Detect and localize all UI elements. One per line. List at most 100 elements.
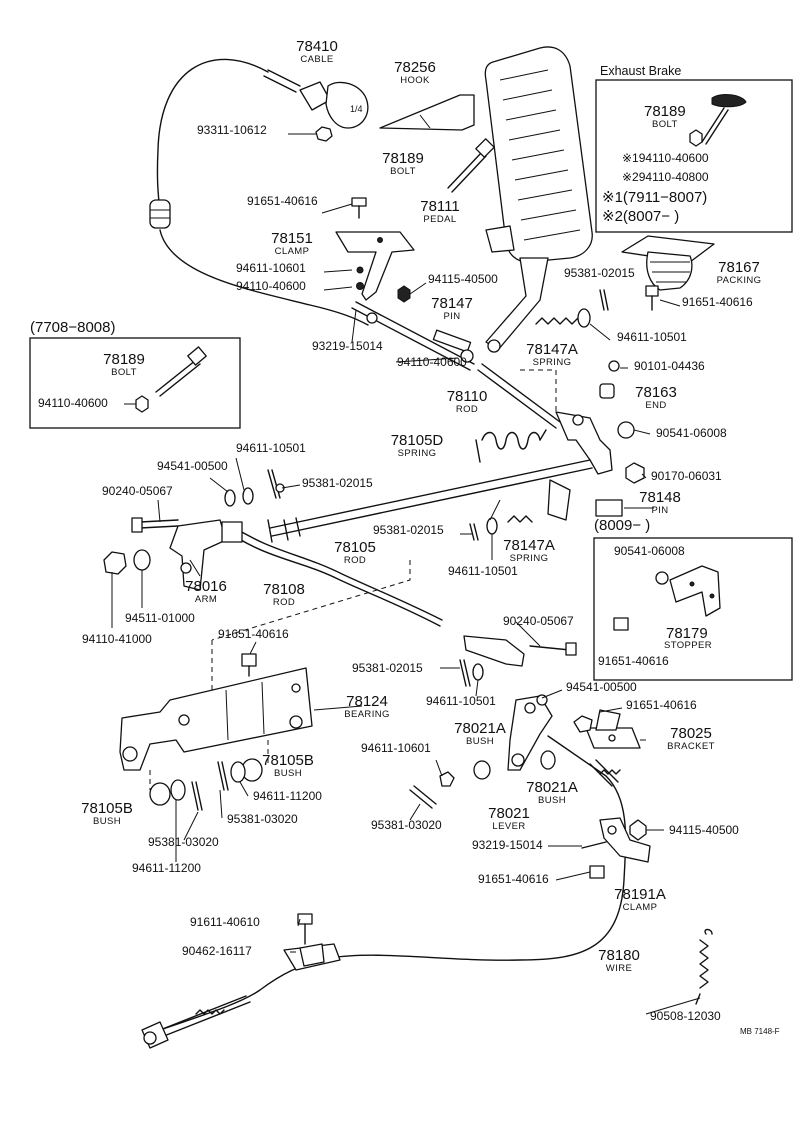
part-label-90240-05067b: 90240-05067 xyxy=(503,614,574,628)
part-number: 91651-40616 xyxy=(247,194,318,208)
part-number: 90170-06031 xyxy=(651,469,722,483)
part-label-94611-11200b: 94611-11200 xyxy=(132,861,201,875)
part-number: 78108 xyxy=(263,581,305,598)
part-number: 94115-40500 xyxy=(669,823,739,837)
range-8009-bolt: 91651-40616 xyxy=(598,654,669,668)
part-number: 91651-40616 xyxy=(682,295,753,309)
part-number: 90240-05067 xyxy=(102,484,173,498)
part-name: HOOK xyxy=(400,75,430,86)
part-name: BEARING xyxy=(344,709,390,720)
part-name: BUSH xyxy=(466,736,494,747)
part-number: 94541-00500 xyxy=(566,680,637,694)
part-name: BUSH xyxy=(274,768,302,779)
part-name: BOLT xyxy=(390,166,416,177)
part-label-94110-40600a: 94110-40600 xyxy=(236,279,306,293)
part-number: 91611-40610 xyxy=(190,915,260,929)
part-label-93219-15014a: 93219-15014 xyxy=(312,339,383,353)
part-number: 93311-10612 xyxy=(197,123,267,137)
exhaust-brake-box: Exhaust Brake 78189 BOLT ※194110-40600 ※… xyxy=(595,64,793,233)
part-number: 78147A xyxy=(526,341,578,358)
part-name: ROD xyxy=(456,404,478,415)
part-name: PACKING xyxy=(717,275,762,286)
bush-78105b-left xyxy=(149,779,186,806)
part-name: CLAMP xyxy=(275,246,310,257)
part-number: 94110-40600 xyxy=(236,279,306,293)
exhaust-line4: ※2(8007− ) xyxy=(602,208,679,225)
part-label-95381-03020b: 95381-03020 xyxy=(371,818,442,832)
part-label-91651-40616c: 91651-40616 xyxy=(218,627,289,641)
part-label-94115-40500b: 94115-40500 xyxy=(669,823,739,837)
part-name: BUSH xyxy=(538,795,566,806)
range-8009-box: (8009− ) 90541-06008 78179 STOPPER 91651… xyxy=(593,517,793,681)
part-label-94611-10501c: 94611-10501 xyxy=(448,564,518,578)
part-number: 78410 xyxy=(296,38,338,55)
bracket-78025 xyxy=(573,709,641,749)
diagram-code: MB 7148-F xyxy=(740,1027,780,1036)
part-number: 94115-40500 xyxy=(428,272,498,286)
part-label-90508-12030: 90508-12030 xyxy=(650,1009,721,1023)
part-number: 94110-40600 xyxy=(397,355,467,369)
part-number: 95381-03020 xyxy=(371,818,442,832)
part-number: 90101-04436 xyxy=(634,359,705,373)
part-number: 95381-03020 xyxy=(227,812,298,826)
part-name: SPRING xyxy=(510,553,549,564)
range-bolt-number: 78189 xyxy=(103,351,145,368)
arm-78016 xyxy=(131,517,227,591)
part-number: 78147A xyxy=(503,537,555,554)
range-bolt-name: BOLT xyxy=(111,367,137,378)
part-label-94541-00500a: 94541-00500 xyxy=(157,459,228,473)
clamp-78151 xyxy=(335,231,415,301)
range-8009-title: (8009− ) xyxy=(594,517,650,534)
packing-78167 xyxy=(621,235,715,291)
part-number: 93219-15014 xyxy=(312,339,383,353)
exhaust-brake-title: Exhaust Brake xyxy=(600,64,681,78)
range-8009-collar: 90541-06008 xyxy=(614,544,685,558)
part-number: 91651-40616 xyxy=(218,627,289,641)
bearing-78124 xyxy=(119,667,313,771)
range-8009-stopper-number: 78179 xyxy=(666,625,708,642)
part-number: 95381-02015 xyxy=(352,661,423,675)
part-number: 93219-15014 xyxy=(472,838,543,852)
part-number: 94611-10601 xyxy=(361,741,431,755)
part-label-95381-02015c: 95381-02015 xyxy=(373,523,444,537)
part-number: 95381-02015 xyxy=(564,266,635,280)
part-number: 94611-11200 xyxy=(132,861,201,875)
part-number: 78016 xyxy=(185,578,227,595)
part-label-91611-40610: 91611-40610 xyxy=(190,915,260,929)
part-number: 78163 xyxy=(635,384,677,401)
bush-78105b-right xyxy=(230,758,263,783)
part-label-94611-10601a: 94611-10601 xyxy=(236,261,306,275)
part-number: 78167 xyxy=(718,259,760,276)
part-number: 78021 xyxy=(488,805,530,822)
part-number: 78124 xyxy=(346,693,388,710)
part-name: CABLE xyxy=(300,54,333,65)
part-name: END xyxy=(645,400,666,411)
part-number: 78189 xyxy=(382,150,424,167)
part-number: 90462-16117 xyxy=(182,944,252,958)
part-number: 94611-10501 xyxy=(236,441,306,455)
part-number: 94511-01000 xyxy=(125,611,195,625)
part-label-91651-40616b: 91651-40616 xyxy=(682,295,753,309)
part-label-90170-06031: 90170-06031 xyxy=(651,469,722,483)
part-number: 78105B xyxy=(81,800,133,817)
part-number: 94611-11200 xyxy=(253,789,322,803)
part-number: 78151 xyxy=(271,230,313,247)
part-number: 90240-05067 xyxy=(503,614,574,628)
part-number: 78025 xyxy=(670,725,712,742)
